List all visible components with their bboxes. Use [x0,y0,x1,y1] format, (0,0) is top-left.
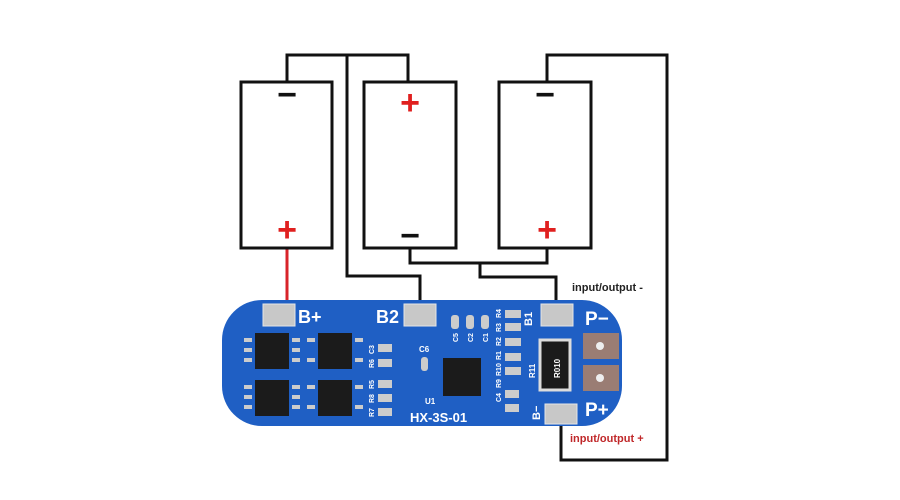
pad-b-minus [544,403,578,425]
label-c2: C2 [468,333,475,342]
label-r6: R6 [369,359,376,368]
wire-p-plus [545,53,669,462]
label-r7: R7 [369,408,376,417]
wire-b1-pad [478,263,558,306]
battery-1-top-sign: − [277,76,297,114]
label-r010: R010 [553,358,562,378]
label-c3: C3 [369,345,376,354]
resistor-r010 [538,338,572,392]
wire-b2neg-b3pos [408,248,549,265]
label-r1: R1 [496,351,503,360]
contact-1-hole [596,342,604,350]
component-pins [244,310,521,416]
mosfet-3 [255,380,289,416]
label-r11: R11 [528,363,537,378]
pad-b-plus [262,303,296,327]
battery-2-bottom-sign: − [400,217,420,255]
label-u1: U1 [425,397,436,406]
wires [285,53,669,462]
label-output-plus: input/output + [570,433,644,445]
wire-b2-pad [345,55,422,306]
pad-b2 [403,303,437,327]
battery-2-top-sign: + [400,84,420,122]
label-c6: C6 [419,345,430,354]
label-b1: B1 [523,312,535,326]
label-b-plus: B+ [298,307,322,327]
contact-2-hole [596,374,604,382]
label-p-minus: P− [585,309,609,330]
label-r4: R4 [496,309,503,318]
label-c4: C4 [496,393,503,402]
battery-3 [497,80,593,250]
ic-u1 [443,358,481,396]
label-r9: R9 [496,379,503,388]
battery-2 [362,80,458,250]
label-r2: R2 [496,337,503,346]
label-r10: R10 [496,363,503,376]
label-output-minus: input/output - [572,282,643,294]
battery-3-bottom-sign: + [537,211,557,249]
pcb-board: B+ B2 P− P+ HX-3S-01 U1 C6 B1 B− R11 R01… [222,300,622,426]
board-model: HX-3S-01 [410,410,467,425]
label-r8: R8 [369,394,376,403]
battery-1 [239,80,334,250]
label-c1: C1 [483,333,490,342]
battery-1-bottom-sign: + [277,211,297,249]
mosfet-2 [318,333,352,369]
label-r3: R3 [496,323,503,332]
label-r5: R5 [369,380,376,389]
mosfet-4 [318,380,352,416]
label-p-plus: P+ [585,400,609,421]
battery-3-top-sign: − [535,76,555,114]
label-b2: B2 [376,307,399,327]
label-b-minus: B− [531,406,543,420]
pad-b1 [540,303,574,327]
label-c5: C5 [453,333,460,342]
mosfet-1 [255,333,289,369]
